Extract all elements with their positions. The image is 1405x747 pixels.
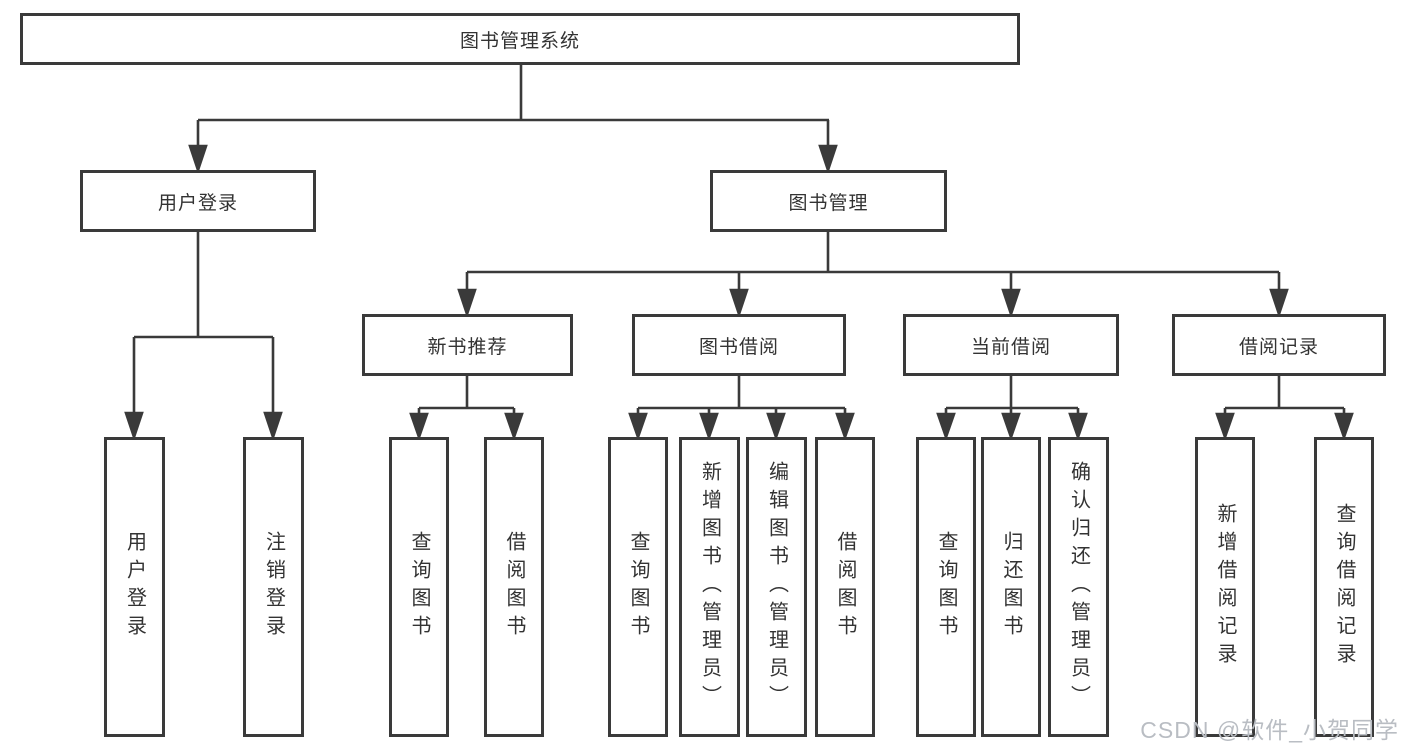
leaf-return-books-label: 归还图书 [1000,531,1022,643]
leaf-borrow-books: 借阅图书 [815,437,875,737]
node-user-login-label: 用户登录 [157,192,238,214]
node-borrow-records: 借阅记录 [1172,314,1386,376]
leaf-query-books-borrow: 查询图书 [608,437,668,737]
node-current-borrow-label: 当前借阅 [970,336,1051,358]
node-root: 图书管理系统 [20,13,1020,65]
leaf-borrow-books-label: 借阅图书 [834,531,856,643]
leaf-query-books-recommend-label: 查询图书 [408,531,430,643]
connector-bookborrow-to-leaves [628,376,855,441]
leaf-query-books-borrow-label: 查询图书 [627,531,649,643]
leaf-query-borrow-record-label: 查询借阅记录 [1333,503,1355,671]
connector-currentborrow-to-leaves [936,376,1088,441]
leaf-user-login-label: 用户登录 [123,531,146,643]
node-book-borrow: 图书借阅 [632,314,846,376]
node-book-management: 图书管理 [710,170,947,232]
leaf-query-books-current: 查询图书 [916,437,976,737]
leaf-add-book-admin-label: 新增图书（管理员） [698,461,721,713]
leaf-add-book-admin: 新增图书（管理员） [679,437,740,737]
leaf-edit-book-admin: 编辑图书（管理员） [746,437,807,737]
leaf-query-books-recommend: 查询图书 [389,437,449,737]
watermark: CSDN @软件_小贺同学 [1140,717,1399,743]
leaf-return-books: 归还图书 [981,437,1041,737]
node-current-borrow: 当前借阅 [903,314,1119,376]
connector-userlogin-to-leaves [124,232,283,442]
connector-root-to-level2 [188,65,838,175]
node-book-management-label: 图书管理 [788,192,869,214]
node-new-book-recommend: 新书推荐 [362,314,573,376]
leaf-confirm-return-admin-label: 确认归还（管理员） [1067,461,1090,713]
leaf-edit-book-admin-label: 编辑图书（管理员） [765,461,788,713]
leaf-borrow-books-recommend: 借阅图书 [484,437,544,737]
node-root-label: 图书管理系统 [459,30,580,52]
node-new-book-recommend-label: 新书推荐 [427,336,508,358]
node-user-login: 用户登录 [80,170,316,232]
connector-newbook-to-leaves [409,376,524,441]
connector-borrowrecords-to-leaves [1215,376,1354,441]
leaf-borrow-books-recommend-label: 借阅图书 [503,531,525,643]
connector-bookmgmt-to-level3 [457,232,1289,319]
leaf-logout-label: 注销登录 [262,531,285,643]
leaf-confirm-return-admin: 确认归还（管理员） [1048,437,1109,737]
leaf-query-borrow-record: 查询借阅记录 [1314,437,1374,737]
leaf-add-borrow-record: 新增借阅记录 [1195,437,1255,737]
node-borrow-records-label: 借阅记录 [1238,336,1319,358]
leaf-logout: 注销登录 [243,437,304,737]
leaf-query-books-current-label: 查询图书 [935,531,957,643]
leaf-add-borrow-record-label: 新增借阅记录 [1214,503,1236,671]
leaf-user-login: 用户登录 [104,437,165,737]
node-book-borrow-label: 图书借阅 [698,336,779,358]
